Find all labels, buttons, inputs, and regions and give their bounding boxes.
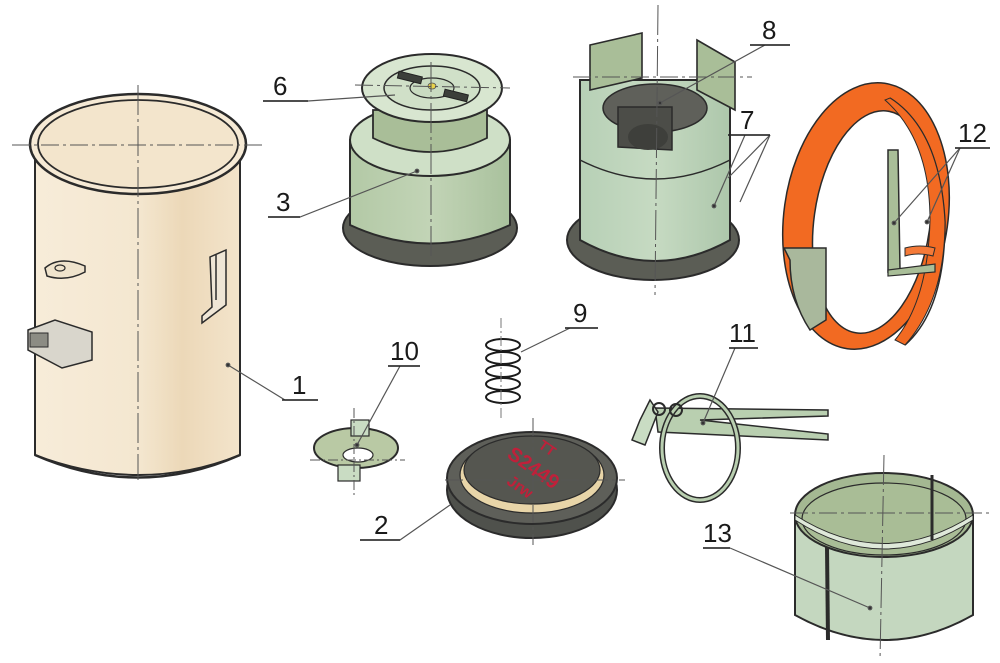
callout-label-3: 3 xyxy=(276,187,291,217)
part-9-coil-spring xyxy=(485,318,521,420)
part-11-split-pin xyxy=(631,393,829,503)
callout-label-13: 13 xyxy=(703,518,732,548)
part-2-bottom-disc: TT S2449 Jrw xyxy=(445,418,625,545)
callout-label-8: 8 xyxy=(762,15,777,45)
part-1-outer-body xyxy=(12,85,265,480)
callout-label-7: 7 xyxy=(740,105,755,135)
label-underlines xyxy=(263,44,990,549)
callout-label-12: 12 xyxy=(958,118,987,148)
callout-label-9: 9 xyxy=(573,298,588,328)
part-13-split-sleeve xyxy=(790,454,990,661)
part-7-slotted-sleeve xyxy=(566,4,752,296)
part-6-top-cap xyxy=(354,53,511,260)
callout-label-10: 10 xyxy=(390,336,419,366)
callout-label-11: 11 xyxy=(729,318,756,348)
part-10-tabbed-washer xyxy=(310,408,405,498)
part-12-orange-ring xyxy=(781,82,951,350)
callout-label-2: 2 xyxy=(374,510,389,540)
leader-7 xyxy=(727,134,771,203)
part-3-fuze-housing xyxy=(342,103,518,267)
callout-label-1: 1 xyxy=(292,370,307,400)
callout-label-6: 6 xyxy=(273,71,288,101)
